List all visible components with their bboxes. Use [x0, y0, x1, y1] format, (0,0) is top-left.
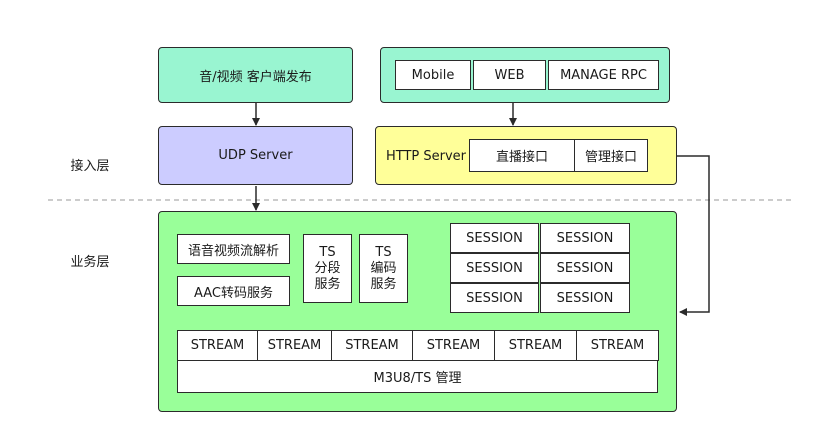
udp-server-box: UDP Server [158, 126, 353, 185]
stream-cell: STREAM [576, 330, 659, 361]
m3u8-ts-manage-box: M3U8/TS 管理 [177, 360, 658, 393]
session-cell: SESSION [540, 283, 630, 313]
audio-video-parse-box: 语音视频流解析 [177, 234, 290, 264]
stream-cell: STREAM [257, 330, 332, 361]
session-cell: SESSION [450, 223, 539, 253]
session-cell: SESSION [450, 253, 539, 283]
stream-cell: STREAM [331, 330, 413, 361]
stream-cell: STREAM [412, 330, 495, 361]
http-server-label: HTTP Server [385, 148, 467, 164]
http-live-api: 直播接口 [469, 139, 575, 172]
client-web: WEB [473, 60, 546, 90]
layer-label-access: 接入层 [70, 158, 110, 174]
stream-cell: STREAM [177, 330, 258, 361]
http-manage-api: 管理接口 [574, 139, 648, 172]
ts-segment-box: TS 分段 服务 [303, 234, 352, 303]
aac-transcode-box: AAC转码服务 [177, 276, 290, 306]
publisher-label: 音/视频 客户端发布 [199, 69, 312, 85]
client-mobile: Mobile [395, 60, 471, 90]
publisher-box: 音/视频 客户端发布 [158, 47, 353, 103]
session-cell: SESSION [450, 283, 539, 313]
client-manage-rpc: MANAGE RPC [548, 60, 659, 90]
session-cell: SESSION [540, 253, 630, 283]
layer-label-business: 业务层 [70, 254, 110, 270]
udp-server-label: UDP Server [218, 148, 293, 163]
arrow-http-to-business [677, 155, 710, 316]
stream-cell: STREAM [494, 330, 577, 361]
ts-encode-box: TS 编码 服务 [359, 234, 408, 303]
session-cell: SESSION [540, 223, 630, 253]
